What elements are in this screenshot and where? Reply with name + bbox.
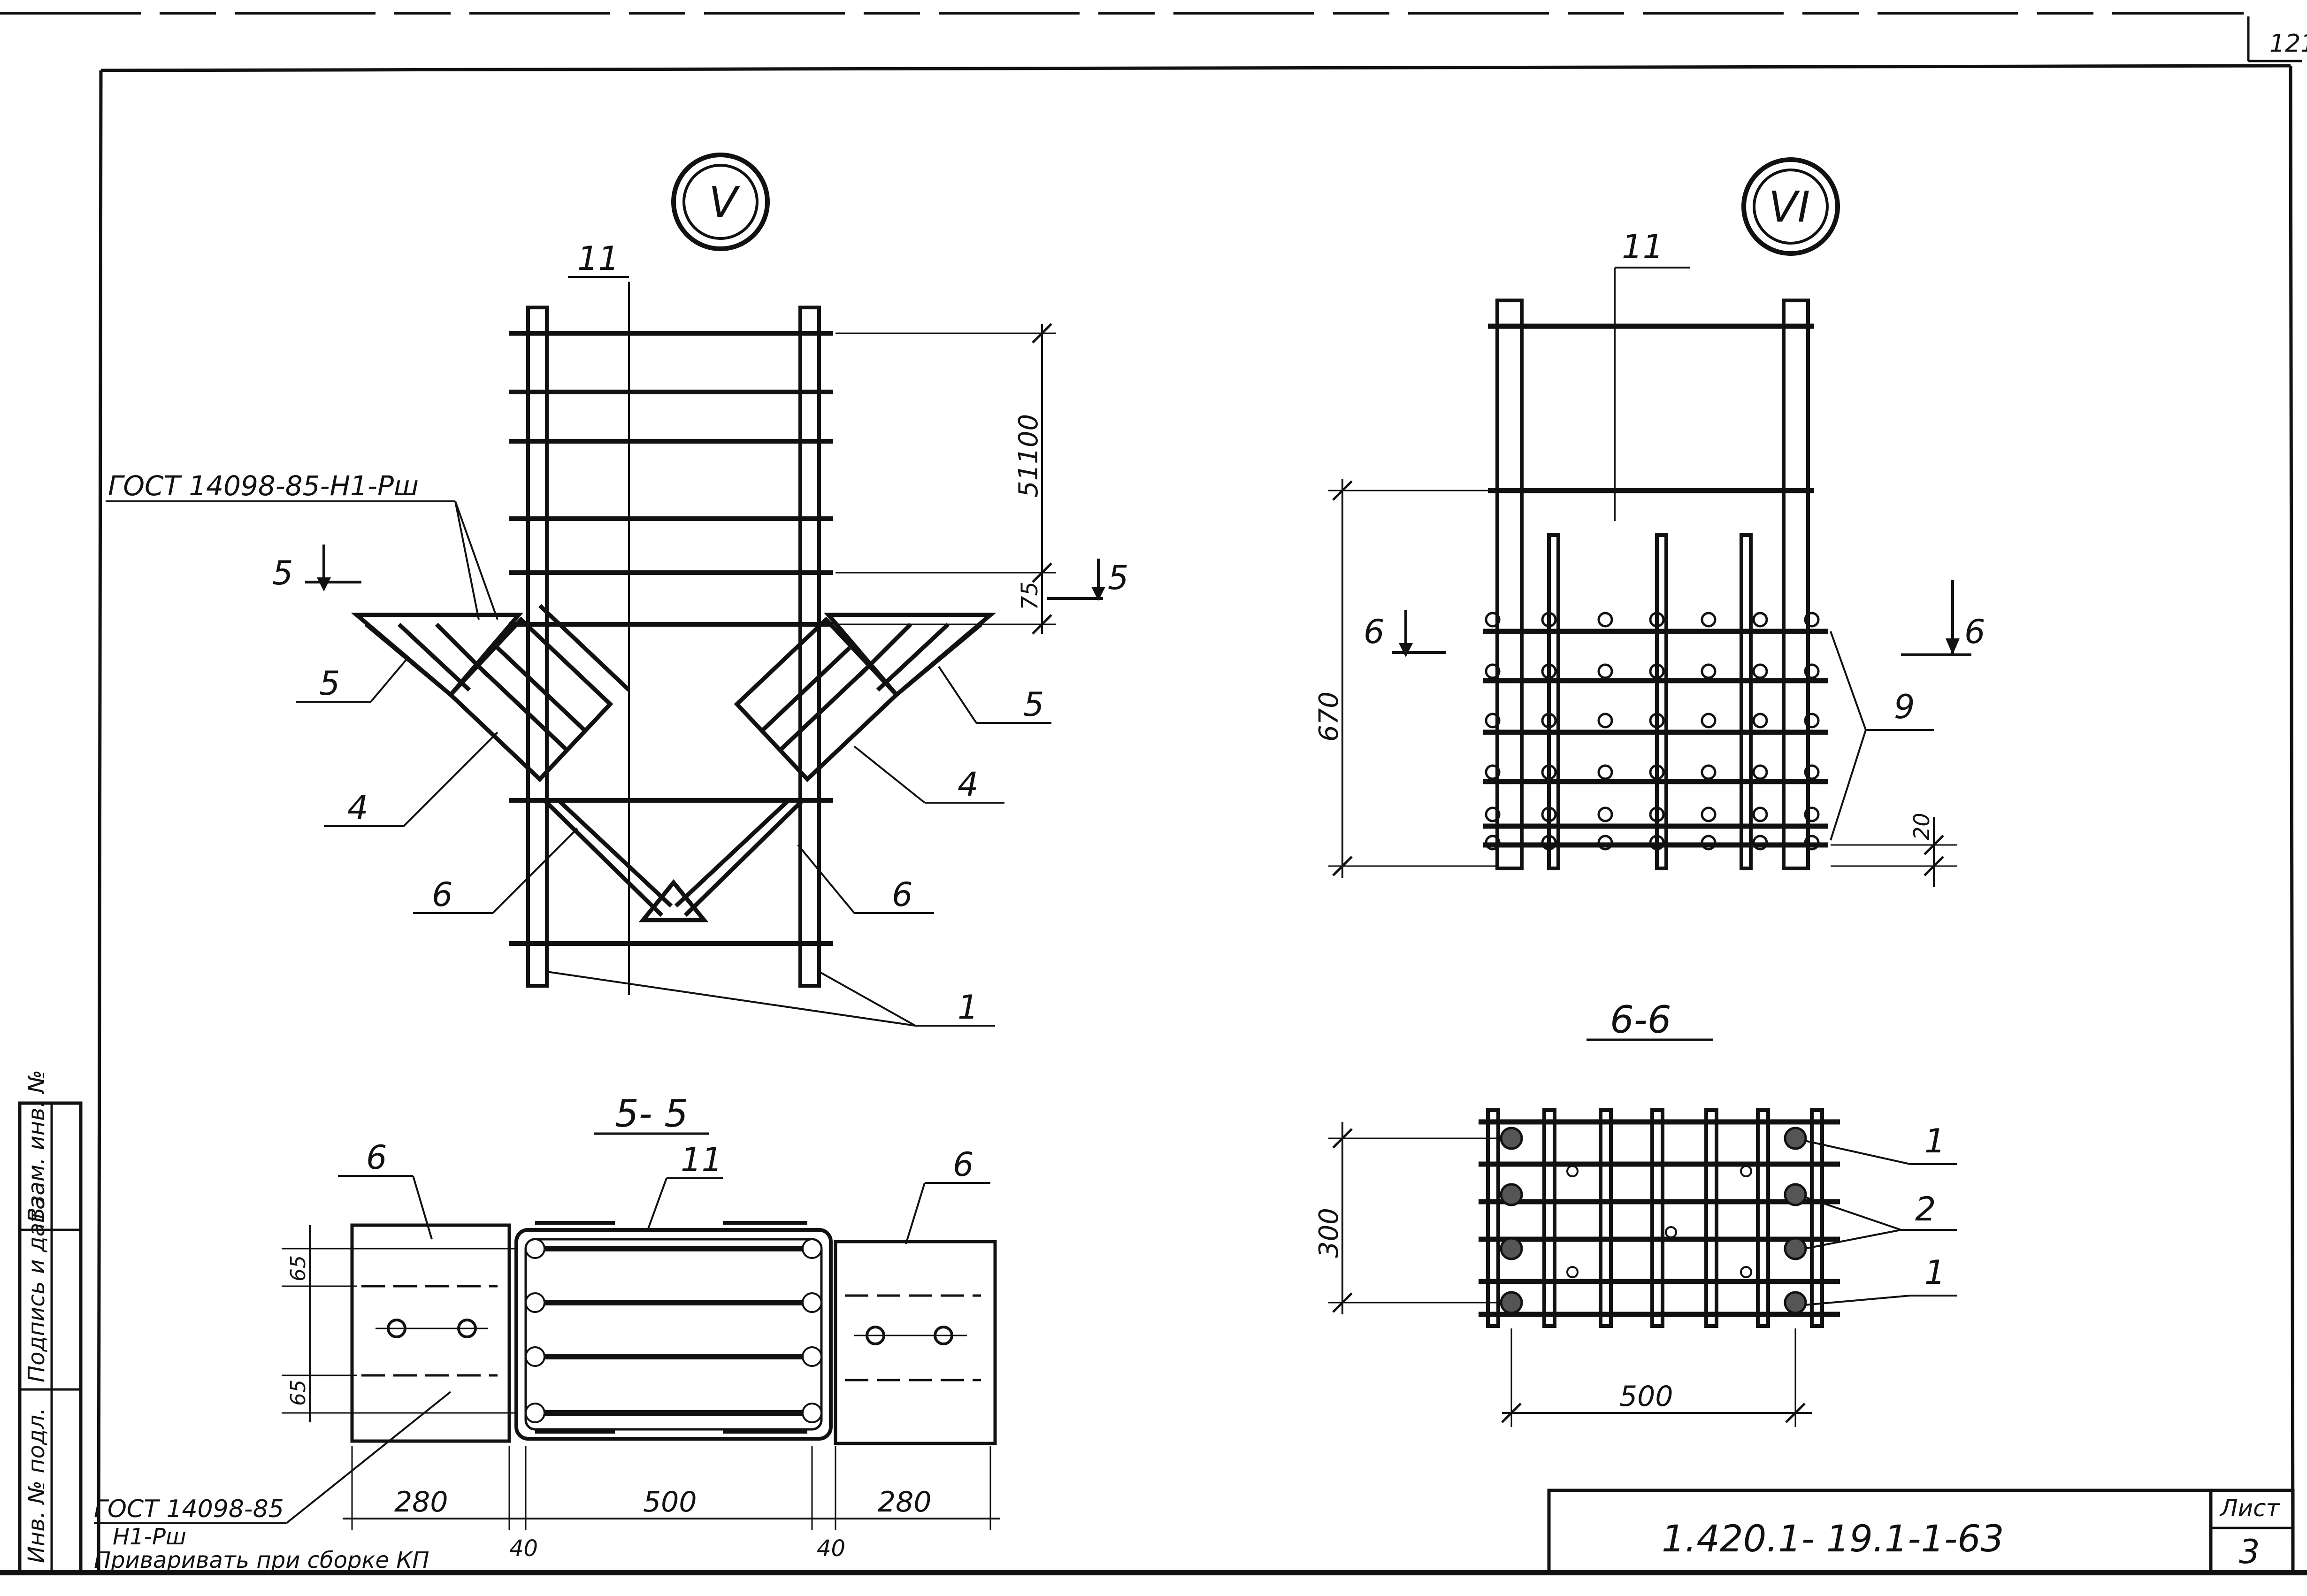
view-v: V 11 xyxy=(106,153,1129,1027)
view-v-label-1: 1 xyxy=(958,988,979,1027)
view-vi-section-6-left: 6 xyxy=(1364,610,1446,657)
view-v-dim-51100: 51100 xyxy=(1013,414,1044,498)
section-6-6-dim-500: 500 xyxy=(1501,1328,1812,1427)
view-v-dim: 51100 75 xyxy=(835,323,1056,635)
stamp-field-inv: Инв. № подл. xyxy=(23,1408,50,1563)
view-v-diagonals xyxy=(543,798,805,922)
view-vi-dim-20: 20 xyxy=(1831,813,1957,887)
view-vi-label-11: 11 xyxy=(1622,228,1663,266)
view-v-label-5-right: 5 xyxy=(1023,685,1044,724)
section-5-5-top-studs xyxy=(535,1221,807,1434)
view-vi: VI xyxy=(1314,157,1985,887)
section-6-6-vertical-bars xyxy=(1486,1108,1824,1328)
view-vi-dim-20-text: 20 xyxy=(1909,813,1934,840)
section-6-6: 6-6 xyxy=(1314,998,1957,1427)
view-vi-rods xyxy=(1547,533,1753,870)
section-5-5-title: 5- 5 xyxy=(615,1092,688,1136)
section-5-5-dim-65-top: 65 xyxy=(286,1255,310,1281)
sheet-label: Лист xyxy=(2219,1495,2281,1522)
section-6-6-dim-500-text: 500 xyxy=(1619,1380,1673,1413)
corner-number: 121 xyxy=(2269,30,2307,58)
drawing-code: 1.420.1- 19.1-1-63 xyxy=(1662,1518,2004,1560)
view-v-label-5-left: 5 xyxy=(319,664,340,703)
section-5-5-gost-line2: Н1-Рш xyxy=(113,1524,186,1550)
title-block: 1.420.1- 19.1-1-63 Лист 3 xyxy=(1547,1489,2295,1574)
frame: 1 2 1 xyxy=(0,12,2307,1575)
section-5-5-dim-40-left: 40 xyxy=(509,1535,538,1562)
sheet-number: 3 xyxy=(2239,1533,2260,1571)
view-vi-bars xyxy=(1483,323,1828,848)
section-5-5-main-bars xyxy=(525,1238,822,1423)
section-5-5-gost-line3: Приваривать при сборке КП xyxy=(94,1547,429,1573)
stamp-field-replace: Взам. инв. № xyxy=(23,1070,50,1223)
view-vi-section-6-right: 6 xyxy=(1901,580,1985,656)
view-v-section-5-left: 5 xyxy=(272,545,361,592)
view-vi-label-9: 9 xyxy=(1830,631,1934,841)
section-5-5-dim-280-right: 280 xyxy=(878,1486,932,1519)
view-vi-dim-670-text: 670 xyxy=(1314,691,1344,742)
section-6-6-horizontal-bars xyxy=(1479,1119,1840,1317)
view-v-label-6-left: 6 xyxy=(432,875,453,914)
section-5-5-dim-65-bottom: 65 xyxy=(286,1380,310,1406)
view-vi-bar-ends xyxy=(1485,612,1820,851)
section-6-6-dim-300: 300 xyxy=(1314,1122,1502,1314)
section-5-5-label-6-right: 6 xyxy=(953,1145,974,1184)
section-5-5-dims-horizontal: 280 500 280 40 40 xyxy=(343,1446,1000,1562)
view-vi-columns xyxy=(1495,299,1810,870)
section-6-6-title: 6-6 xyxy=(1610,998,1671,1042)
section-6-6-label-2: 2 xyxy=(1915,1190,1936,1228)
view-v-leaders: 5 5 4 4 6 6 1 xyxy=(296,656,1051,1027)
view-v-label-4-left: 4 xyxy=(347,789,368,827)
view-v-label-6-right: 6 xyxy=(892,875,913,914)
view-vi-section-6-left-text: 6 xyxy=(1364,613,1385,651)
view-vi-section-6-right-text: 6 xyxy=(1964,613,1985,651)
section-5-5-dim-280-left: 280 xyxy=(394,1486,448,1519)
view-v-right-bracket xyxy=(734,613,996,783)
section-5-5-label-11: 11 xyxy=(681,1141,722,1179)
view-vi-label-9-text: 9 xyxy=(1894,688,1915,726)
section-6-6-label-1-bottom: 1 xyxy=(1924,1253,1946,1292)
section-5-5-bars xyxy=(530,1246,817,1416)
stamp-field-signature: Подпись и дата xyxy=(23,1196,50,1382)
view-v-dim-75: 75 xyxy=(1017,582,1043,610)
view-v-section-5-right-text: 5 xyxy=(1108,559,1129,597)
view-vi-marker: VI xyxy=(1769,183,1810,232)
view-v-gost-note: ГОСТ 14098-85-Н1-Рш xyxy=(108,470,419,502)
view-v-section-5-left-text: 5 xyxy=(272,554,293,592)
section-5-5-dim-40-right: 40 xyxy=(817,1535,845,1562)
view-v-label-4-right: 4 xyxy=(958,765,979,804)
view-v-label-11: 11 xyxy=(577,239,619,278)
section-6-6-leaders: 1 2 1 xyxy=(1804,1122,1957,1306)
section-6-6-label-1-top: 1 xyxy=(1924,1122,1946,1160)
view-v-bars xyxy=(509,331,833,946)
view-v-section-5-right: 5 xyxy=(1047,559,1129,601)
section-6-6-small-rods xyxy=(1566,1165,1752,1278)
section-5-5-dims-vertical: 65 65 xyxy=(282,1225,516,1422)
section-5-5-dim-500: 500 xyxy=(643,1486,697,1519)
section-5-5: 5- 5 xyxy=(94,1092,1000,1573)
view-v-marker: V xyxy=(709,178,740,227)
view-v-left-bracket xyxy=(351,604,631,783)
side-stamp: Инв. № подл. Подпись и дата Взам. инв. № xyxy=(18,1070,83,1574)
section-6-6-dim-300-text: 300 xyxy=(1314,1208,1344,1258)
view-vi-dim-670: 670 xyxy=(1314,479,1497,878)
section-5-5-gost-line1: ГОСТ 14098-85 xyxy=(94,1495,284,1523)
section-5-5-label-6-left: 6 xyxy=(366,1138,387,1177)
